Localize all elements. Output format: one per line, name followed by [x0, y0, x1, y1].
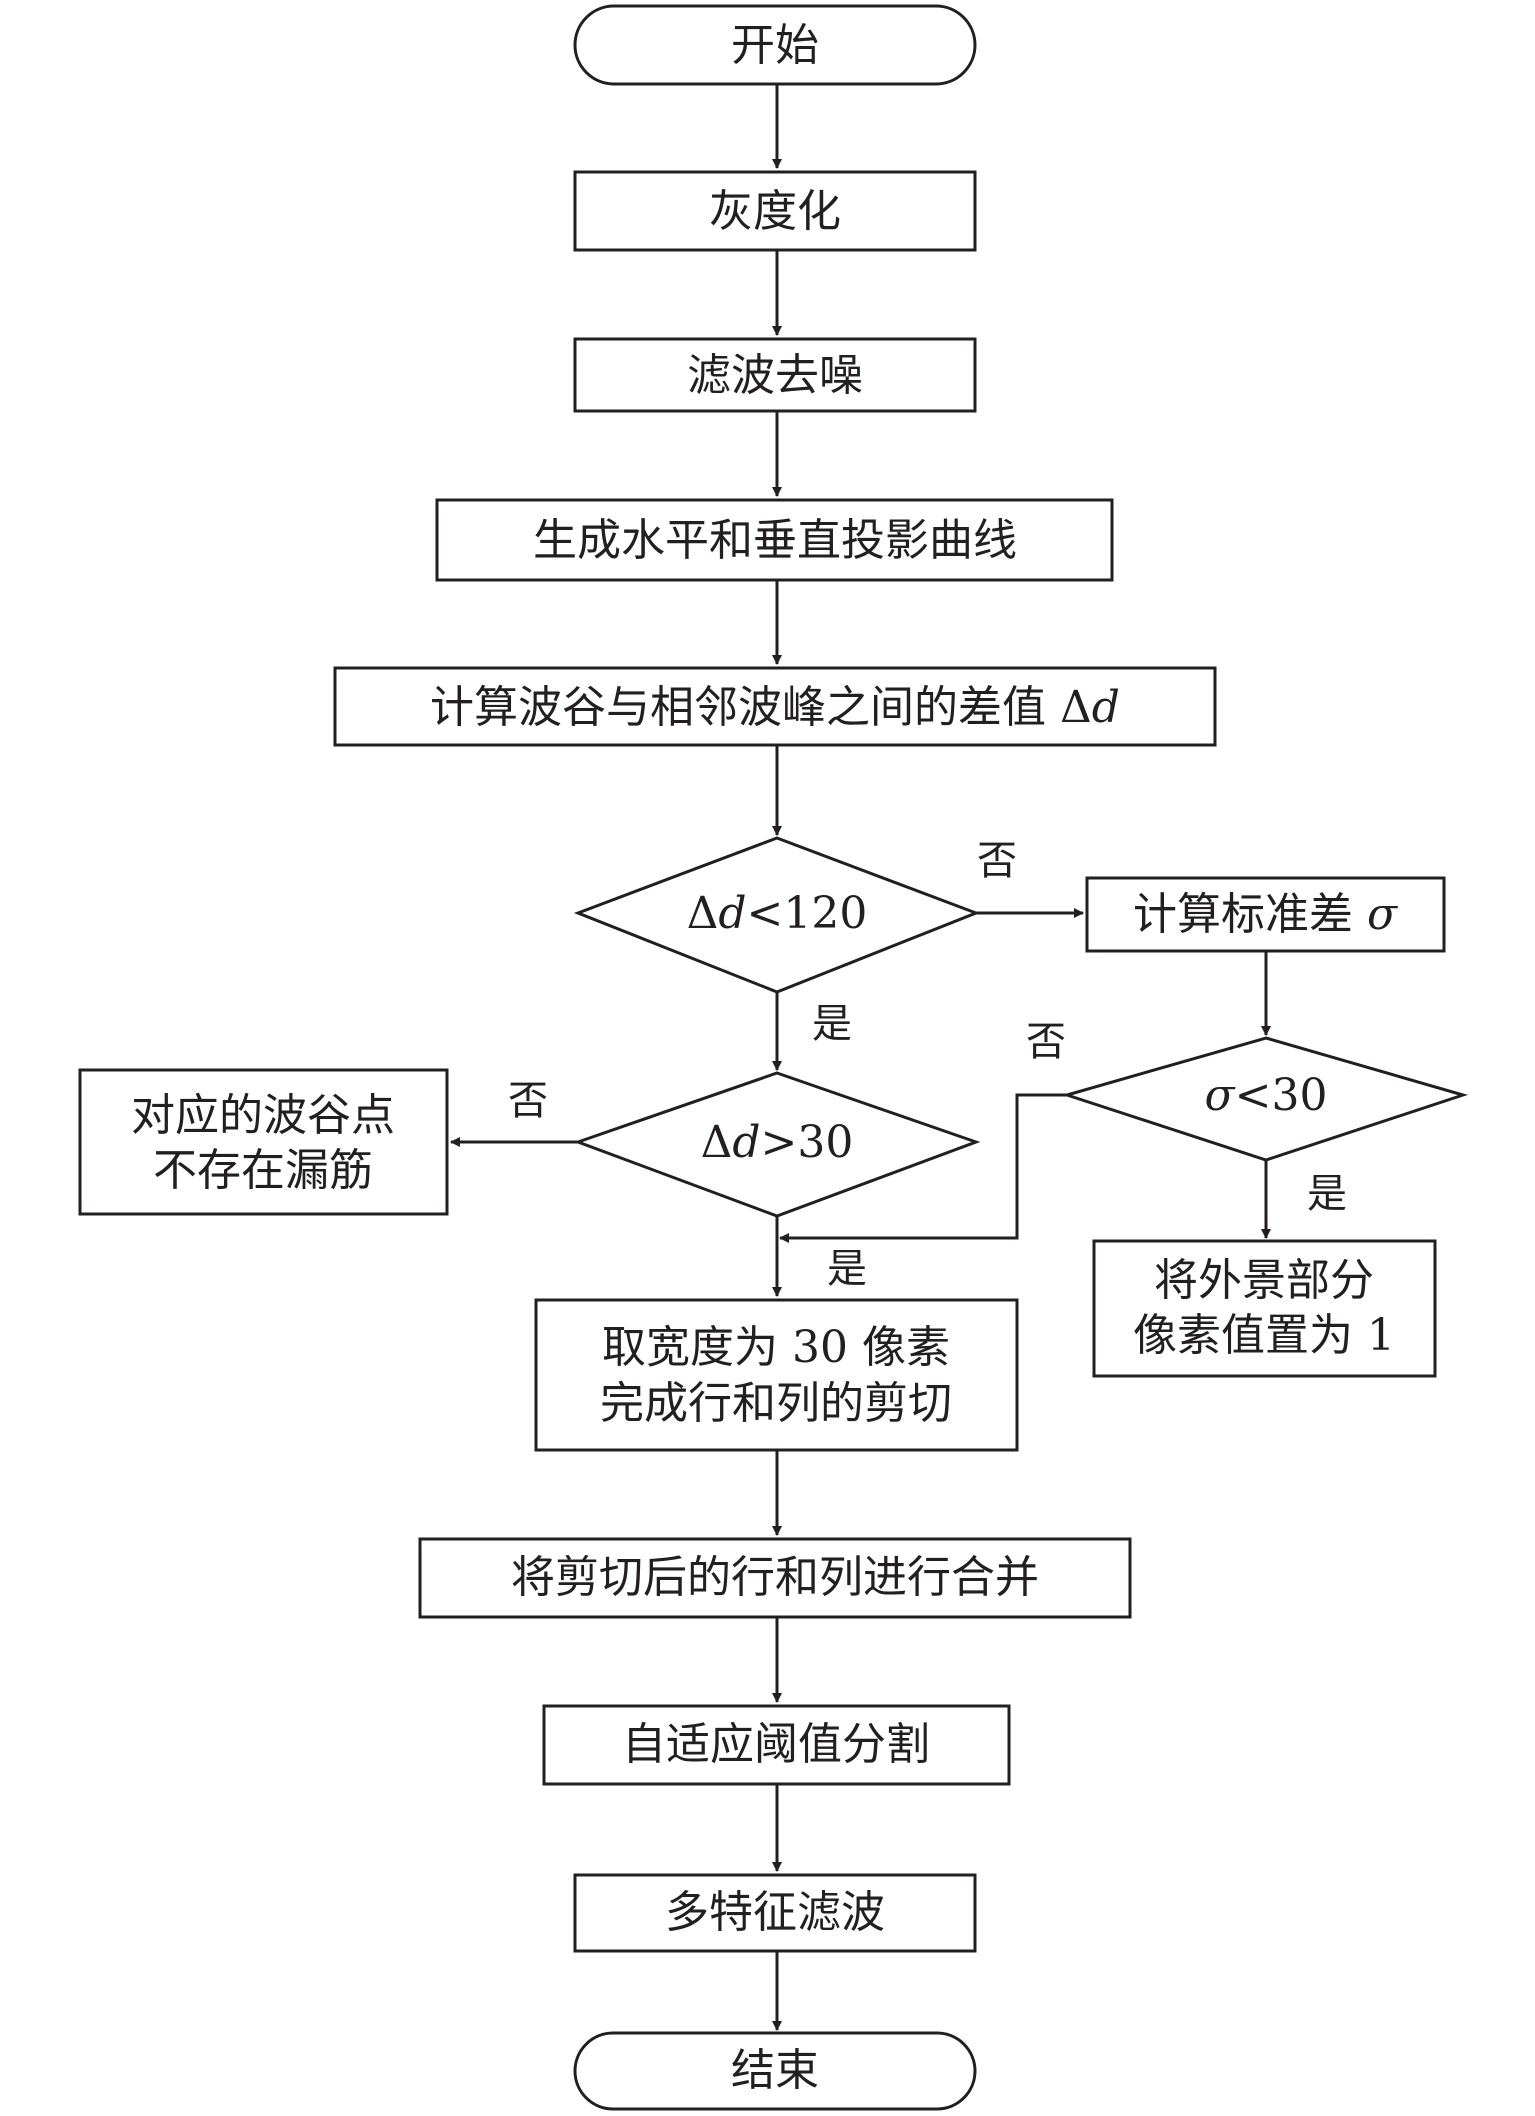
node-stddev-label: 计算标准差 σ — [1133, 889, 1399, 940]
node-diff-label: 计算波谷与相邻波峰之间的差值 Δd — [430, 682, 1120, 733]
node-stddev: 计算标准差 σ — [1085, 876, 1446, 953]
arrow-cond-s30-merge-back — [779, 1093, 1067, 1243]
decision-sigma-lt-30-label: σ<30 — [1205, 1070, 1328, 1121]
node-no-rebar: 对应的波谷点 不存在漏筋 — [78, 1068, 449, 1216]
node-end-label: 结束 — [731, 2045, 819, 2096]
node-projection: 生成水平和垂直投影曲线 — [435, 498, 1114, 582]
decision-d-gt-30-label: Δd>30 — [701, 1117, 854, 1168]
node-no-rebar-line-2: 不存在漏筋 — [153, 1145, 373, 1196]
node-multi-feature-filter: 多特征滤波 — [573, 1873, 977, 1953]
node-end: 结束 — [573, 2031, 977, 2111]
decision-d-gt-30: Δd>30 — [573, 1071, 981, 1218]
node-multi-feature-filter-label: 多特征滤波 — [665, 1887, 885, 1938]
node-crop-line-2: 完成行和列的剪切 — [600, 1378, 952, 1429]
label-no-s30: 否 — [1026, 1019, 1066, 1065]
decision-sigma-lt-30: σ<30 — [1061, 1036, 1469, 1162]
node-denoise: 滤波去噪 — [573, 337, 977, 413]
node-grayscale-label: 灰度化 — [709, 186, 841, 237]
edge-labels: 否 是 否 否 是 是 — [508, 838, 1347, 1292]
label-yes-s30: 是 — [1307, 1171, 1347, 1217]
node-threshold-label: 自适应阈值分割 — [622, 1719, 930, 1770]
node-merge: 将剪切后的行和列进行合并 — [418, 1537, 1132, 1619]
node-crop: 取宽度为 30 像素 完成行和列的剪切 — [534, 1298, 1019, 1452]
label-yes-d30: 是 — [827, 1246, 867, 1292]
node-no-rebar-line-1: 对应的波谷点 — [131, 1090, 395, 1141]
node-merge-label: 将剪切后的行和列进行合并 — [511, 1552, 1039, 1603]
node-grayscale: 灰度化 — [573, 170, 977, 252]
node-denoise-label: 滤波去噪 — [687, 350, 863, 401]
decision-d-lt-120: Δd<120 — [573, 836, 981, 994]
node-set-background-line-2: 像素值置为 1 — [1133, 1310, 1395, 1361]
node-diff: 计算波谷与相邻波峰之间的差值 Δd — [333, 666, 1217, 747]
label-no-d30: 否 — [508, 1078, 548, 1124]
node-projection-label: 生成水平和垂直投影曲线 — [533, 515, 1017, 566]
node-crop-line-1: 取宽度为 30 像素 — [602, 1322, 950, 1373]
node-set-background: 将外景部分 像素值置为 1 — [1092, 1239, 1437, 1378]
node-start-label: 开始 — [731, 20, 819, 71]
label-no-d120: 否 — [977, 838, 1017, 884]
node-start: 开始 — [573, 4, 977, 86]
label-yes-d120: 是 — [812, 1001, 852, 1047]
decision-d-lt-120-label: Δd<120 — [687, 888, 868, 939]
node-set-background-line-1: 将外景部分 — [1154, 1255, 1374, 1306]
node-threshold: 自适应阈值分割 — [542, 1704, 1011, 1786]
connectors — [450, 84, 1271, 2031]
